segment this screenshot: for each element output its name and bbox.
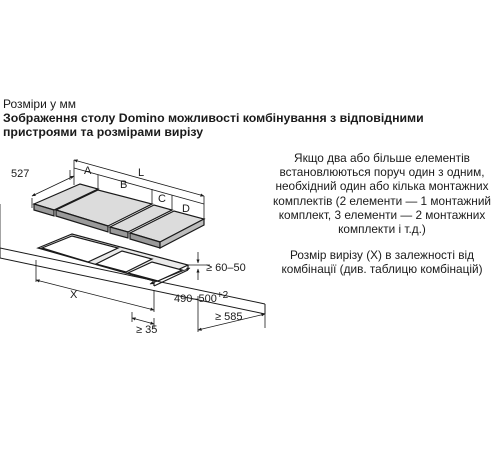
label-total-length: L <box>138 167 144 179</box>
label-gap-60-50: ≥ 60–50 <box>206 262 246 274</box>
label-cutout-depth: 490–500+2 <box>174 290 229 305</box>
label-cutout-x: X <box>70 289 78 301</box>
units-label: Розміри у мм <box>3 97 76 111</box>
mounting-kit-note: Якщо два або більше елементів встановлюю… <box>272 151 491 237</box>
label-min-585: ≥ 585 <box>215 311 242 323</box>
cutout-depth-value: 490–500 <box>174 293 217 305</box>
label-module-c: C <box>158 193 166 205</box>
dimension-lines <box>31 159 266 332</box>
cutout-depth-tolerance: +2 <box>217 290 229 301</box>
label-depth-527: 527 <box>11 168 29 180</box>
cooktop-modules <box>32 183 206 249</box>
cutout-size-note: Розмір вирізу (X) в залежності від комбі… <box>281 248 483 277</box>
label-module-a: A <box>84 165 92 177</box>
installation-description: Якщо два або більше елементів встановлюю… <box>266 151 498 289</box>
module-d <box>128 210 206 249</box>
label-module-b: B <box>120 179 127 191</box>
label-min-35: ≥ 35 <box>136 324 157 336</box>
label-module-d: D <box>182 203 190 215</box>
diagram-heading: Зображення столу Domino можливості комбі… <box>3 111 424 139</box>
